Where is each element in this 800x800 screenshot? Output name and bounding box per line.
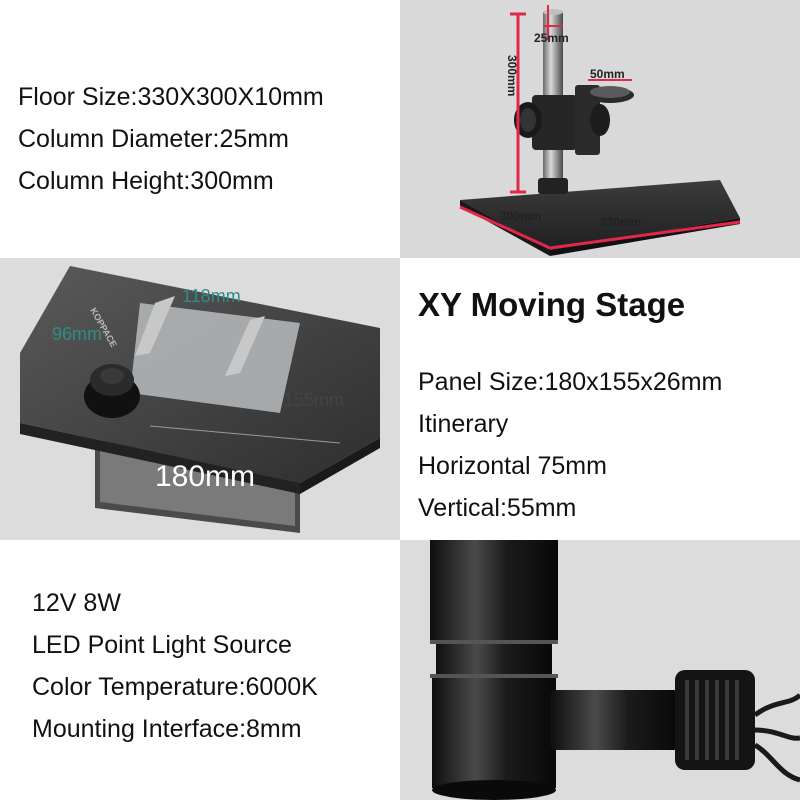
vertical-text: Vertical:55mm [418,494,577,522]
light-source-text: LED Point Light Source [32,631,292,659]
base-depth-label: 300mm [500,209,541,223]
width-label: 180mm [155,460,255,493]
panel-size-text: Panel Size:180x155x26mm [418,368,723,396]
column-height-label: 300mm [505,55,519,96]
floor-size-text: Floor Size:330X300X10mm [18,83,324,111]
base-plate [460,180,740,250]
focus-block [532,95,577,150]
column-diameter-text: Column Diameter:25mm [18,125,289,153]
power-text: 12V 8W [32,589,121,617]
itinerary-text: Itinerary [418,410,509,438]
stage-title: XY Moving Stage [418,286,686,323]
horizontal-text: Horizontal 75mm [418,452,607,480]
color-temperature-text: Color Temperature:6000K [32,673,318,701]
top-depth-label: 96mm [52,324,102,344]
column-height-text: Column Height:300mm [18,167,274,195]
mounting-interface-text: Mounting Interface:8mm [32,715,302,743]
light-specs: 12V 8W LED Point Light Source Color Temp… [32,582,318,750]
light-photo [400,540,800,800]
stand-specs: Floor Size:330X300X10mm Column Diameter:… [18,76,324,202]
light-arm [550,690,680,750]
holder-label: 50mm [590,67,625,81]
stand-photo: 25mm 300mm 50mm 300mm 330mm [400,0,800,258]
column-diameter-label: 25mm [534,31,569,45]
lens-tube [430,540,558,640]
stage-spec-list: Panel Size:180x155x26mm Itinerary Horizo… [418,361,722,529]
base-width-label: 330mm [600,215,641,229]
heat-sink [675,670,755,770]
stage-specs: XY Moving Stage [418,286,685,324]
top-width-label: 118mm [182,286,241,306]
stage-photo: KOPPACE 118mm 96mm 155mm 180mm [0,258,400,540]
depth-label: 155mm [284,390,344,410]
